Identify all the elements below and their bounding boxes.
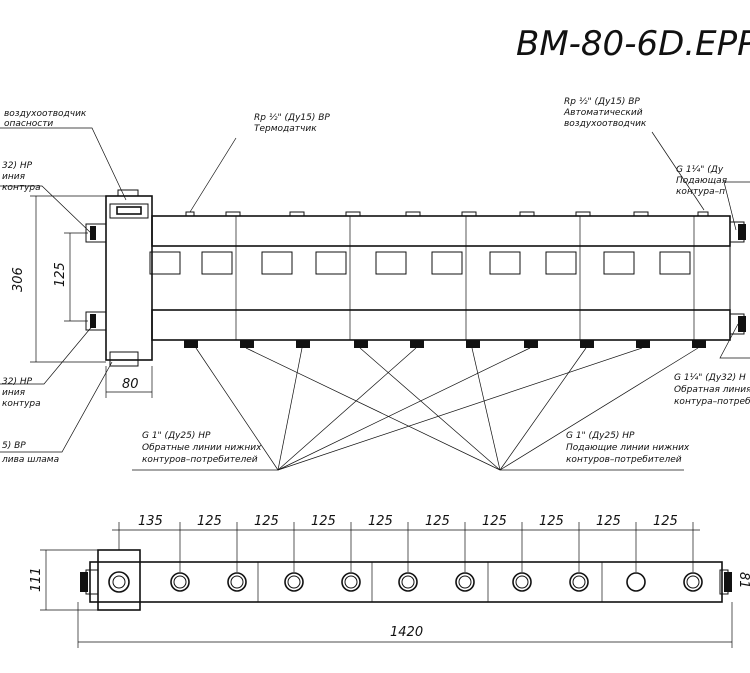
dim-pitch-1: 125 [197, 514, 222, 529]
label-left-lower-line1: 32) НР [2, 377, 33, 387]
label-air-vent-line1: воздухоотводчик [4, 109, 87, 119]
front-dimensions: 306 125 80 [11, 195, 153, 398]
dim-length-total: 1420 [390, 625, 423, 640]
top-dimensions: 135 125 125 125 125 125 125 125 125 125 … [29, 514, 750, 648]
label-auto-vent-line2: Автоматический [563, 108, 643, 118]
label-left-lower-line2: иния [2, 388, 26, 398]
label-supply-consumers-line2: Подающие линии нижних [566, 443, 690, 453]
dim-pitch-5: 125 [425, 514, 450, 529]
label-return-consumers-line2: Обратные линии нижних [142, 443, 262, 453]
callout-labels: воздухоотводчик опасности Rp ½" (Ду15) В… [1, 97, 750, 465]
dim-pitch-6: 125 [482, 514, 507, 529]
label-left-upper-line1: 32) НР [2, 161, 33, 171]
label-supply-consumers-line3: контуров–потребителей [566, 455, 682, 465]
leader-lines [0, 127, 750, 471]
label-return-consumers-line1: G 1" (Ду25) НР [142, 431, 211, 441]
hydraulic-separator [105, 195, 153, 361]
label-return-right-line2: Обратная линия [674, 385, 750, 395]
front-view [85, 189, 746, 367]
dim-pitch-7: 125 [539, 514, 564, 529]
label-supply-right-line1: G 1¼" (Ду [676, 165, 724, 175]
label-auto-vent-line3: воздухоотводчик [564, 119, 647, 129]
label-return-right-line1: G 1¼" (Ду32) Н [674, 373, 746, 383]
label-left-upper-line3: контура [2, 183, 41, 193]
consumer-outlets [184, 340, 706, 348]
dim-pitch-8: 125 [596, 514, 621, 529]
dim-pitch-4: 125 [368, 514, 393, 529]
dim-height-total: 306 [11, 267, 26, 292]
label-left-bottom-line1: 5) ВР [2, 441, 26, 451]
dim-pitch-2: 125 [254, 514, 279, 529]
label-return-consumers-line3: контуров–потребителей [142, 455, 258, 465]
label-thermo-line2: Термодатчик [254, 124, 317, 134]
top-view [80, 549, 732, 611]
label-auto-vent-line1: Rp ½" (Ду15) ВР [564, 97, 640, 107]
drawing-title: BM-80-6D.EPP. [516, 24, 750, 64]
label-left-upper-line2: иния [2, 172, 26, 182]
return-header [151, 309, 731, 341]
label-air-vent-line2: опасности [4, 119, 53, 129]
port-circles [108, 571, 703, 593]
label-left-bottom-line2: лива шлама [1, 455, 59, 465]
dim-pitch-9: 125 [653, 514, 678, 529]
label-supply-consumers-line1: G 1" (Ду25) НР [566, 431, 635, 441]
label-supply-right-line3: контура–п [676, 187, 725, 197]
label-return-right-line3: контура–потреб [674, 397, 750, 407]
label-thermo-line1: Rp ½" (Ду15) ВР [254, 113, 330, 123]
dim-height-axis: 125 [53, 262, 68, 287]
dim-width-block: 80 [122, 377, 139, 392]
label-left-lower-line3: контура [2, 399, 41, 409]
dim-side-left: 111 [29, 567, 44, 592]
supply-header [151, 215, 731, 247]
dim-side-right: 81 [736, 572, 750, 589]
top-view-body [89, 561, 723, 603]
dim-pitch-first: 135 [138, 514, 163, 529]
label-supply-right-line2: Подающая [676, 176, 728, 186]
module-windows [149, 251, 691, 275]
dim-pitch-3: 125 [311, 514, 336, 529]
